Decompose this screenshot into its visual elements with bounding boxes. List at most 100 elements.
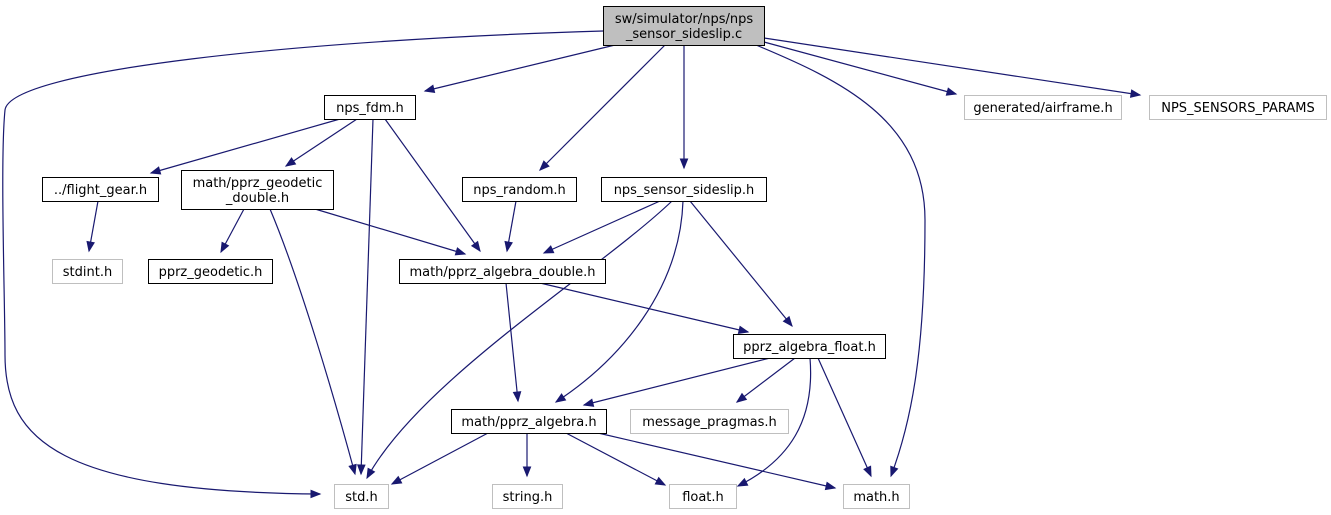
edge-line [555,200,684,403]
edge-root-to-nps_random [539,44,666,171]
arrowhead-icon [512,391,522,403]
arrowhead-icon [824,481,837,491]
arrowhead-icon [522,466,532,478]
node-pprz-algebra-double[interactable]: math/pprz_algebra_double.h [399,259,606,284]
edge-line [2,30,604,495]
edge-nps_fdm-to-pprz_geodetic_double [284,118,358,167]
node-float-h: float.h [669,484,737,509]
edge-line [763,37,1141,96]
edge-line [737,357,812,487]
edge-line [763,41,957,95]
arrowhead-icon [220,241,230,254]
edge-pprz_algebra-to-float_h [565,432,667,486]
edge-nps_fdm-to-std_h [356,118,374,476]
node-nps-sensor-sideslip-h[interactable]: nps_sensor_sideslip.h [601,177,767,202]
node-box [399,259,606,284]
edge-pprz_algebra_float-to-message_pragmas [735,357,796,403]
edge-line [543,200,661,254]
arrowhead-icon [390,475,403,485]
node-nps-random[interactable]: nps_random.h [462,177,577,202]
edge-root-to-nps_fdm [423,44,616,93]
node-generated-airframe: generated/airframe.h [964,95,1122,120]
node-box [601,177,767,202]
edge-nps_fdm-to-flight_gear [149,118,341,175]
edge-pprz_algebra_double-to-pprz_algebra [505,282,522,403]
edge-line [366,200,673,479]
edge-root-to-nps_sensors_params [763,37,1142,98]
edge-line [285,118,358,167]
edge-line [391,432,489,485]
arrowhead-icon [470,240,481,253]
arrowhead-icon [737,325,750,335]
node-box [1149,95,1327,120]
node-pprz-algebra-float[interactable]: pprz_algebra_float.h [733,334,886,359]
edge-line [360,118,374,475]
arrowhead-icon [554,393,567,403]
node-pprz-algebra[interactable]: math/pprz_algebra.h [451,409,607,434]
node-box [462,177,577,202]
edge-line [597,432,836,489]
node-label: string.h [503,490,553,505]
node-label: math/pprz_algebra.h [461,415,596,430]
node-nps-fdm[interactable]: nps_fdm.h [324,95,416,120]
edge-pprz_algebra_float-to-pprz_algebra [582,357,771,407]
edge-line [583,357,771,406]
node-root: sw/simulator/nps/nps_sensor_sideslip.c [603,6,765,46]
arrowhead-icon [1129,89,1142,98]
edge-nps_fdm-to-pprz_algebra_double [384,118,481,253]
edge-nps_sensor_sideslip_h-to-std_h [366,200,673,480]
node-label: nps_fdm.h [336,101,404,116]
node-box [52,259,123,284]
edge-pprz_geodetic_double-to-pprz_geodetic [220,208,245,254]
edge-flight_gear-to-stdint [86,200,99,253]
node-label: pprz_geodetic.h [159,265,263,280]
edge-pprz_algebra-to-std_h [390,432,489,485]
edge-pprz_algebra_float-to-math_h [817,357,872,478]
edge-root-to-math_h [755,44,926,478]
edge-nps_sensor_sideslip_h-to-pprz_algebra_double [542,200,661,254]
arrowhead-icon [504,240,513,253]
node-box [42,177,159,202]
arrowhead-icon [890,465,899,478]
edge-line [689,200,793,327]
node-box [630,409,789,434]
edge-pprz_algebra_float-to-float_h [736,357,812,487]
node-pprz-geodetic-double[interactable]: math/pprz_geodetic_double.h [181,170,334,210]
node-pprz-geodetic[interactable]: pprz_geodetic.h [148,259,273,284]
node-box [451,409,607,434]
node-box [669,484,737,509]
node-flight-gear[interactable]: ../flight_gear.h [42,177,159,202]
arrowhead-icon [454,247,467,256]
arrowhead-icon [149,166,162,175]
node-math-h: math.h [843,484,910,509]
arrowhead-icon [86,240,95,253]
edge-line [565,432,666,486]
arrowhead-icon [679,158,689,170]
edge-pprz_algebra_double-to-pprz_algebra_float [539,282,750,335]
arrowhead-icon [863,465,872,478]
node-label: std.h [345,490,378,505]
arrowhead-icon [582,398,595,407]
node-label: nps_sensor_sideslip.h [614,183,755,198]
node-box [324,95,416,120]
edge-line [424,44,616,92]
edge-line [539,44,666,171]
arrowhead-icon [735,392,748,403]
arrowhead-icon [423,84,436,93]
edge-nps_sensor_sideslip_h-to-pprz_algebra_float [689,200,793,328]
arrowhead-icon [736,477,749,487]
arrowhead-icon [310,489,322,499]
node-box [733,334,886,359]
edge-line [817,357,872,477]
edge-line [505,282,519,402]
node-box [964,95,1122,120]
arrowhead-icon [782,315,793,328]
edge-pprz_geodetic_double-to-std_h [269,208,357,476]
node-label: pprz_algebra_float.h [743,340,876,355]
node-label: message_pragmas.h [642,415,777,430]
edge-line [539,282,749,333]
arrowhead-icon [945,87,958,96]
edge-root-to-nps_sensor_sideslip_h [679,45,689,170]
